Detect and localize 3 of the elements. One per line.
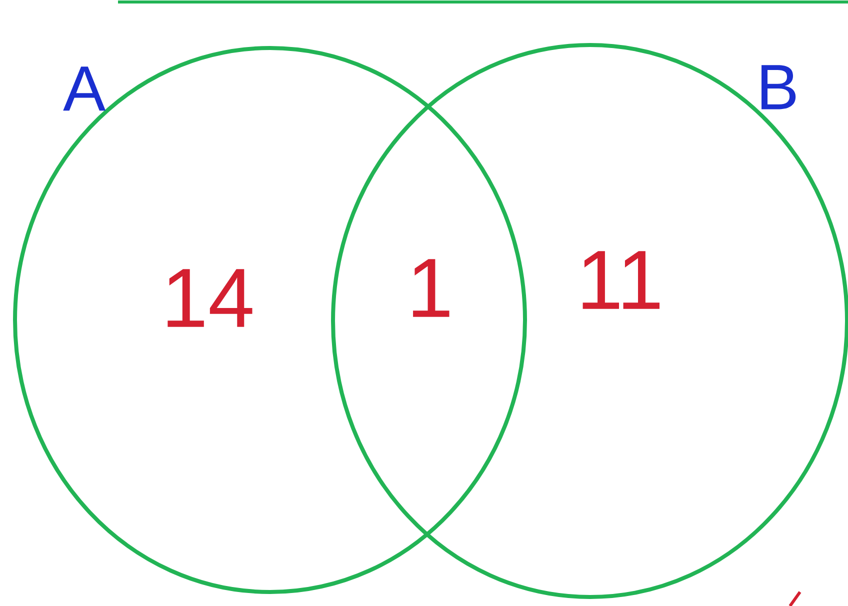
region-count: 14 [168, 269, 252, 327]
region-count: 11 [582, 251, 660, 309]
region-count: 1 [413, 259, 450, 317]
